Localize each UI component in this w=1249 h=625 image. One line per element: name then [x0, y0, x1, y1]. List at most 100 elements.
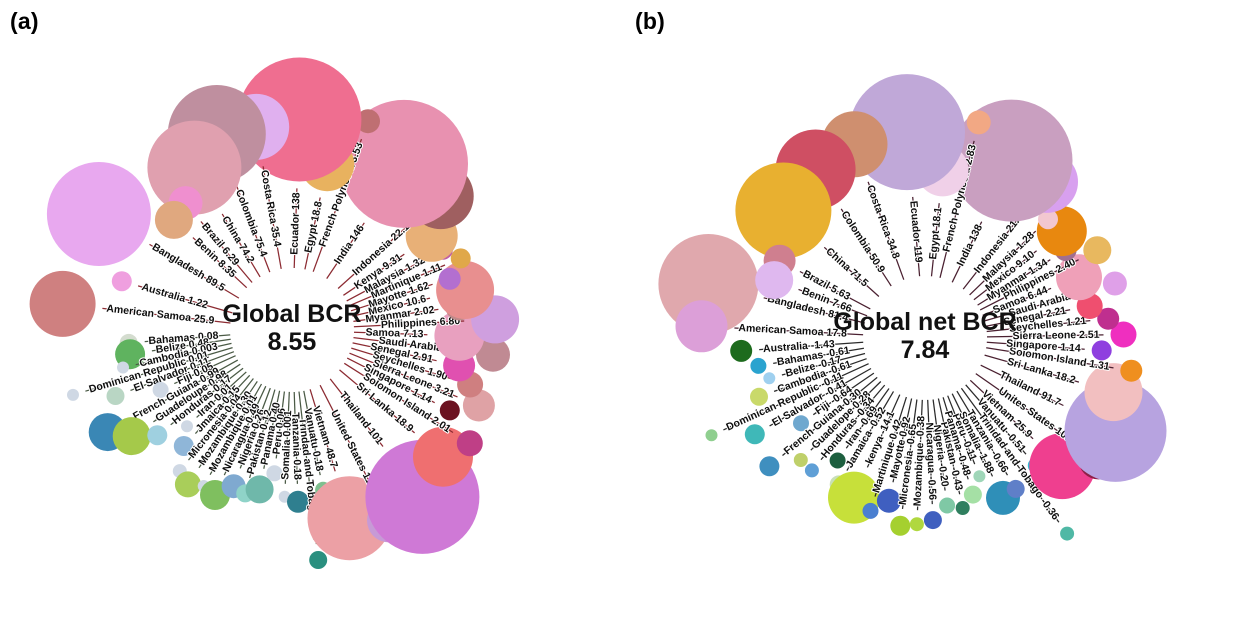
leader-line [293, 188, 298, 269]
bubble-benin [755, 261, 794, 300]
leader-line [962, 211, 1025, 290]
bubble-mayotte [876, 488, 901, 513]
leader-line [275, 391, 286, 459]
leader-line [223, 385, 267, 476]
leader-line [986, 319, 1091, 333]
bubble-saudi-arabia [476, 337, 510, 372]
leader-line [965, 384, 1027, 455]
leader-line [866, 394, 901, 468]
bubble-micronesia [890, 515, 911, 536]
leader-line [130, 351, 235, 391]
bubble-singapore [439, 400, 460, 421]
bubble-iran [181, 420, 193, 433]
leader-line [951, 393, 994, 477]
leader-line [969, 230, 1037, 296]
leader-line [975, 373, 1077, 445]
leader-line [130, 359, 239, 421]
bubble-jmaica [173, 436, 194, 456]
leader-line [343, 253, 405, 296]
bubble-el-salvador [744, 424, 765, 445]
leader-line [194, 374, 251, 435]
leader-line [151, 338, 231, 352]
leader-line [353, 320, 465, 328]
leader-line [293, 391, 299, 484]
bubble-label: Egypt 18.1 [927, 206, 944, 260]
bubble-china [735, 162, 832, 259]
leader-line [951, 221, 983, 283]
leader-line [348, 264, 446, 307]
bubble-solomon-island [456, 430, 483, 457]
bubble-label: Nicaragua -0.56 [923, 422, 938, 500]
bubble-fiji [793, 415, 809, 432]
leader-line [812, 372, 875, 416]
bubble-nigeria [939, 497, 956, 514]
leader-line [810, 381, 882, 451]
bubble-label: Somalia 0.001 [279, 410, 294, 480]
leader-line [927, 399, 933, 505]
leader-line [263, 390, 281, 469]
bubble-solomon-island [1120, 359, 1143, 382]
bubble-american-samoa [29, 270, 96, 337]
leader-line [939, 140, 975, 278]
bubble-philippines [1083, 236, 1112, 265]
leader-line [135, 342, 232, 366]
bubble-cambodia [117, 361, 129, 374]
leader-line [874, 396, 907, 497]
leader-line [912, 196, 921, 277]
leader-line [309, 389, 336, 472]
leader-line [350, 283, 433, 312]
leader-line [188, 378, 254, 461]
leader-line [773, 347, 865, 365]
bubble-mozambique [174, 471, 201, 498]
leader-line [979, 259, 1079, 311]
leader-line [153, 363, 241, 423]
bubble-dominican-republic [67, 388, 79, 401]
bubble-guadelope [793, 453, 808, 467]
leader-line [937, 398, 961, 495]
bubble-trinidad-and-tobago [1060, 526, 1075, 541]
leader-line [346, 357, 435, 404]
leader-line [326, 222, 365, 279]
bubble-pakistan [955, 501, 970, 515]
leader-line [845, 388, 890, 449]
bubble-guadeloupe [112, 417, 151, 456]
leader-line [932, 399, 946, 491]
leader-line [984, 354, 1080, 383]
leader-line [239, 387, 271, 469]
panel-a-label: (a) [10, 8, 39, 34]
panel-a-center-label: Global BCR 8.55 [172, 300, 412, 356]
leader-line [221, 213, 261, 278]
leader-line [339, 369, 416, 434]
bubble-fiji [152, 381, 169, 398]
bubble-singapore [1091, 340, 1112, 361]
leader-line [892, 398, 913, 483]
leader-line [353, 331, 428, 336]
bubble-bahamas [750, 357, 767, 374]
leader-line [200, 221, 253, 283]
leader-line [930, 203, 940, 277]
leader-line [986, 334, 1104, 338]
bubble-bangladesh [46, 162, 151, 266]
leader-line [867, 181, 905, 280]
bubble-mozambique [909, 517, 924, 532]
leader-line [773, 358, 867, 392]
bubble-nicaragua [923, 511, 942, 530]
leader-line [769, 367, 872, 427]
leader-line [942, 397, 969, 480]
bubble-seychelles [1097, 307, 1120, 330]
bubble-tanzania [1006, 479, 1025, 498]
bubble-peru [266, 465, 283, 482]
leader-line [236, 186, 271, 273]
leader-line [198, 381, 258, 469]
leader-line [723, 363, 869, 431]
bubble-label: Ecuador 119 [907, 200, 924, 263]
bubble-saudi-arabia [1102, 271, 1127, 296]
panel-b-center-value: 7.84 [900, 336, 950, 364]
leader-line [196, 371, 247, 418]
leader-line [759, 341, 864, 351]
leader-line [343, 362, 454, 434]
leader-line [349, 352, 458, 398]
